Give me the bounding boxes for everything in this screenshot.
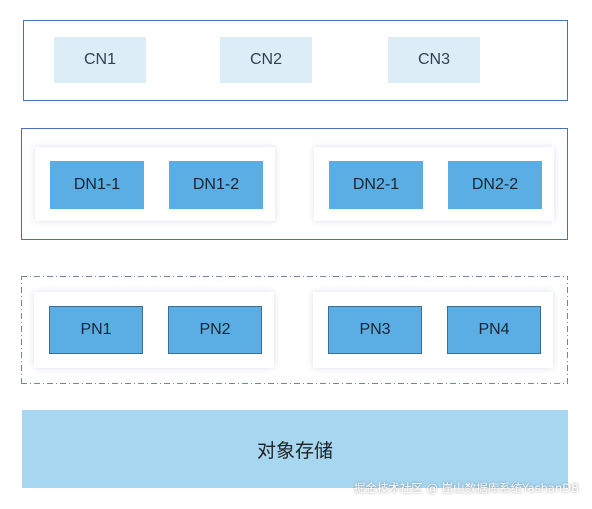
pn-node-1: PN1 [49, 306, 143, 354]
dn-node-1-1: DN1-1 [50, 161, 144, 209]
pn-group-2: PN3 PN4 [313, 292, 553, 368]
dn-group-1: DN1-1 DN1-2 [35, 147, 275, 221]
cn-node-1: CN1 [54, 37, 146, 83]
pn-node-3: PN3 [328, 306, 422, 354]
pn-layer: PN1 PN2 PN3 PN4 [21, 276, 568, 384]
pn-group-1: PN1 PN2 [34, 292, 274, 368]
dn-layer: DN1-1 DN1-2 DN2-1 DN2-2 [21, 128, 568, 240]
dn-group-2: DN2-1 DN2-2 [314, 147, 554, 221]
dn-node-1-2: DN1-2 [169, 161, 263, 209]
pn-node-2: PN2 [168, 306, 262, 354]
object-storage-layer: 对象存储 [22, 410, 568, 488]
cn-node-2: CN2 [220, 37, 312, 83]
object-storage-label: 对象存储 [256, 439, 333, 462]
cn-node-3: CN3 [388, 37, 480, 83]
dn-node-2-2: DN2-2 [448, 161, 542, 209]
cn-layer: CN1 CN2 CN3 [23, 20, 568, 101]
dn-node-2-1: DN2-1 [329, 161, 423, 209]
watermark: 掘金技术社区 @ 崖山数据库系统YashanDB [353, 481, 579, 495]
pn-node-4: PN4 [447, 306, 541, 354]
